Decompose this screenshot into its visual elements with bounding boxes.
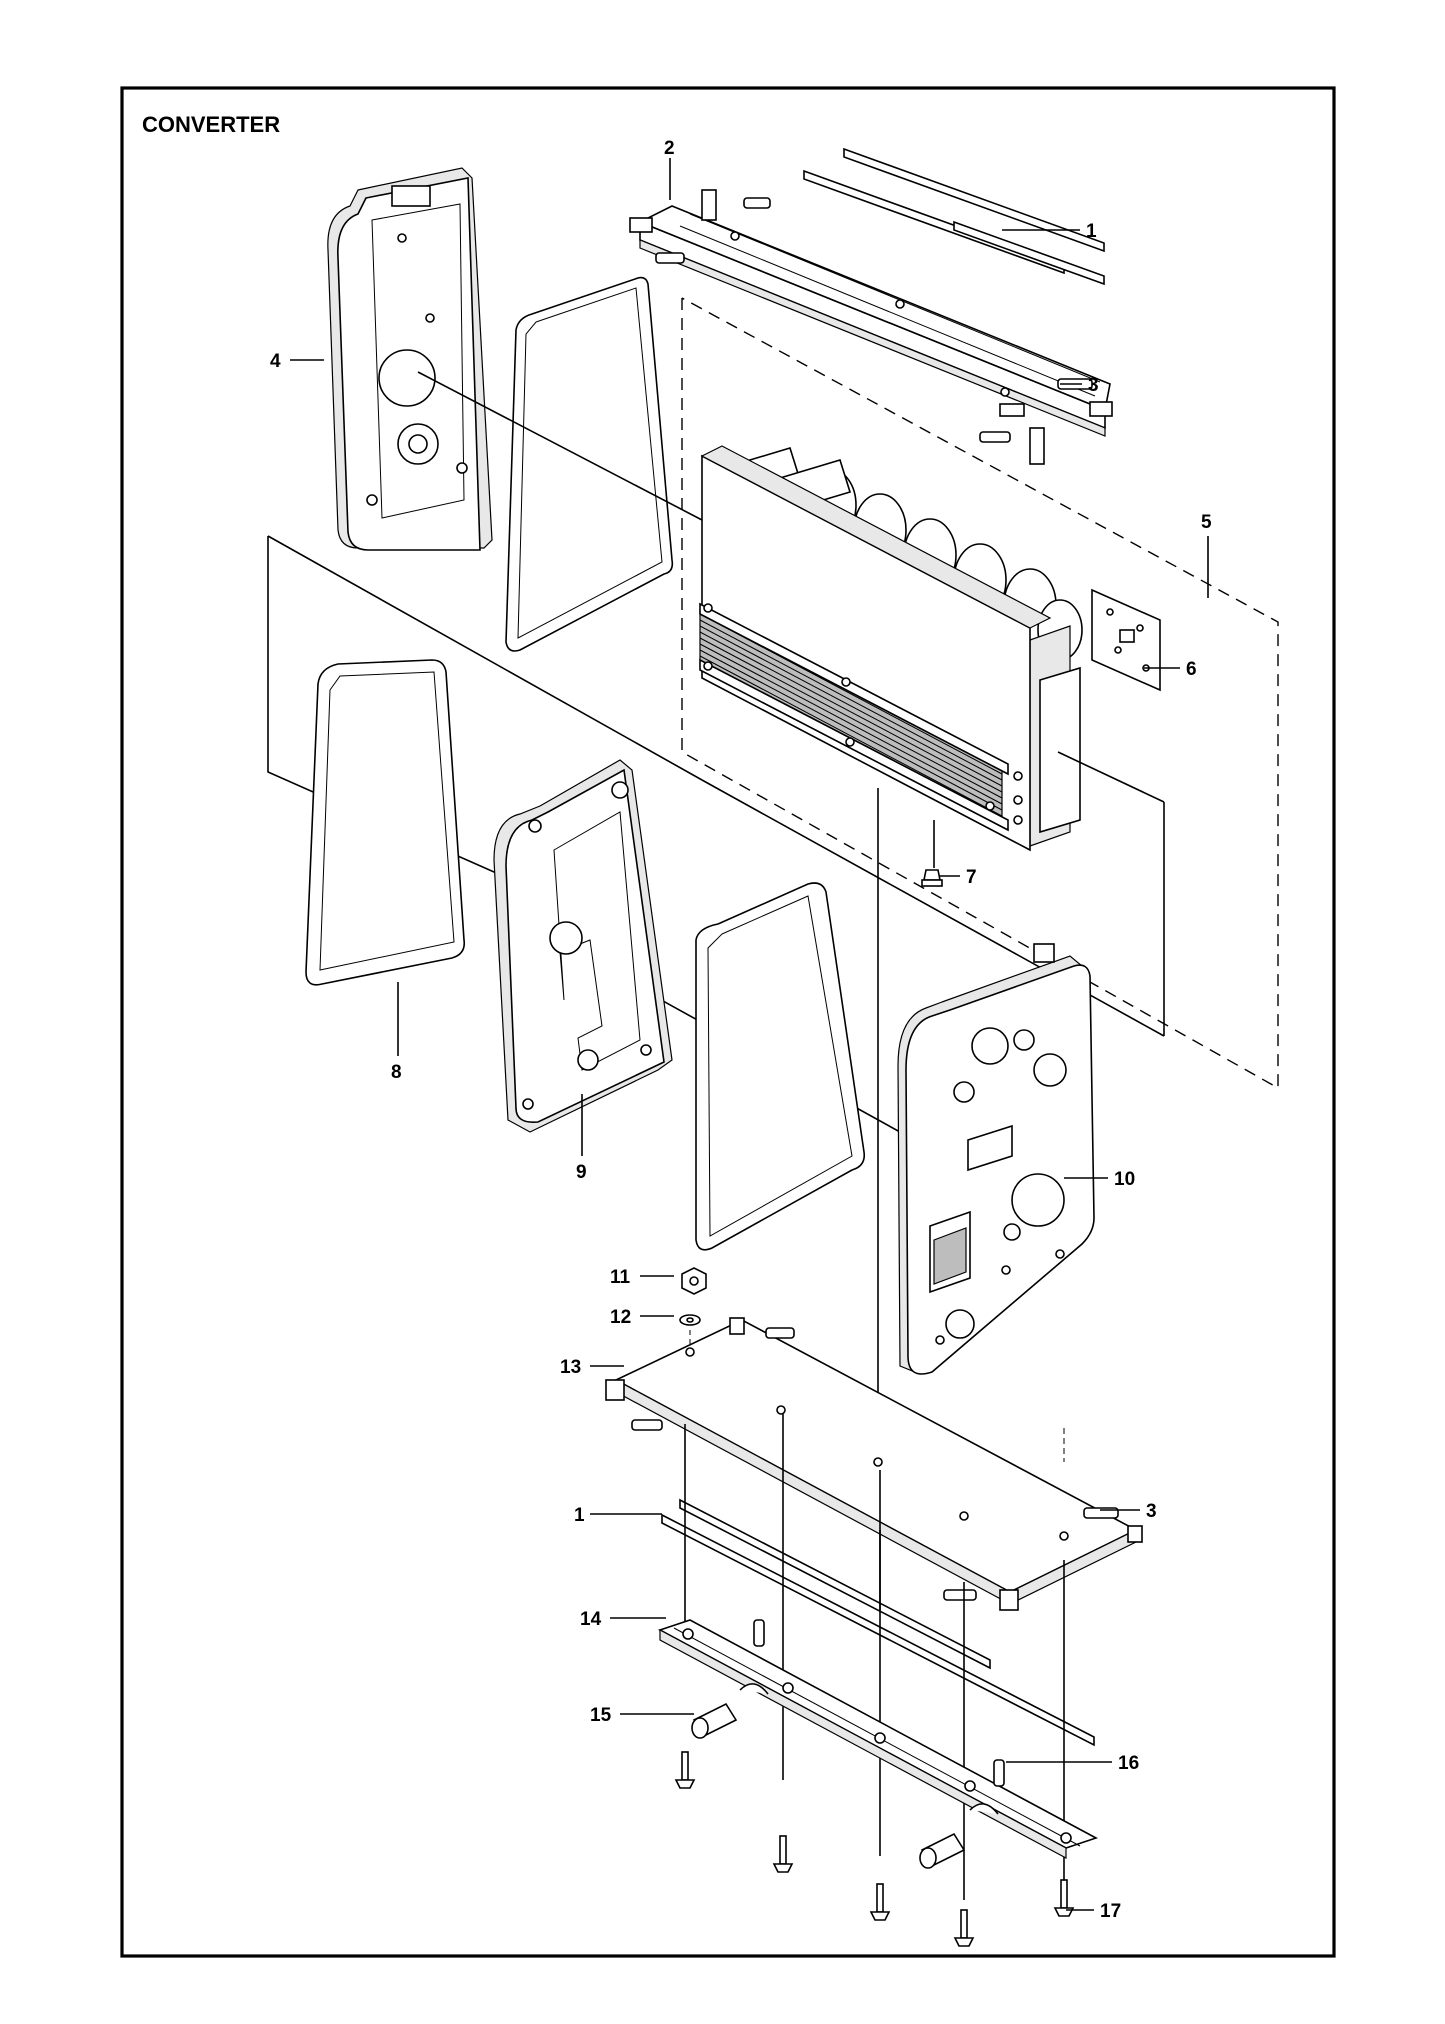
part-6-circuit-board	[1091, 588, 1161, 692]
part-16-pins	[753, 1619, 1005, 1787]
callout-17: 17	[1100, 1901, 1121, 1922]
part-8-gasket	[305, 659, 466, 986]
callout-5: 5	[1201, 512, 1212, 533]
callout-2: 2	[664, 138, 675, 159]
part-9-plate	[493, 759, 673, 1133]
callout-labels: 1 2 3 4 5 6 7 8 9 10 11 12 13 1 3 14 15 …	[270, 138, 1212, 1922]
part-15-sleeves	[691, 1702, 966, 1869]
part-2-top-rail	[629, 189, 1113, 465]
callout-1-bottom: 1	[574, 1505, 585, 1526]
part-7-fitting	[921, 869, 943, 887]
part-5-dashed-assembly	[681, 297, 1279, 1090]
callout-7: 7	[966, 867, 977, 888]
part-4-left-end-plate	[327, 167, 493, 551]
callout-10: 10	[1114, 1169, 1135, 1190]
diagram-title: CONVERTER	[142, 112, 280, 137]
part-13-base-plate	[605, 1317, 1143, 1611]
part-3-pins-top	[655, 197, 1093, 443]
callout-13: 13	[560, 1357, 581, 1378]
callout-11: 11	[610, 1267, 631, 1288]
callout-3-top: 3	[1088, 375, 1099, 396]
part-11-nut	[681, 1267, 707, 1295]
callout-9: 9	[576, 1162, 587, 1183]
callout-14: 14	[580, 1609, 602, 1630]
callout-8: 8	[391, 1062, 402, 1083]
converter-housing	[699, 445, 1083, 852]
callout-4: 4	[270, 351, 281, 372]
callout-3-bottom: 3	[1146, 1501, 1157, 1522]
part-10-right-end-plate	[897, 943, 1095, 1375]
gasket-middle	[695, 882, 866, 1251]
callout-12: 12	[610, 1307, 631, 1328]
callout-6: 6	[1186, 659, 1197, 680]
part-14-bottom-rail	[657, 1619, 1099, 1860]
callout-leaders	[290, 158, 1180, 1911]
callout-1-top: 1	[1086, 221, 1097, 242]
part-12-washer	[679, 1314, 701, 1326]
gasket-upper	[505, 276, 674, 652]
diagram-border	[120, 86, 1336, 1958]
callout-16: 16	[1118, 1753, 1139, 1774]
callout-15: 15	[590, 1705, 612, 1726]
part-17-screws	[674, 1751, 1075, 1947]
part-1-bottom-strips	[661, 1498, 1095, 1747]
